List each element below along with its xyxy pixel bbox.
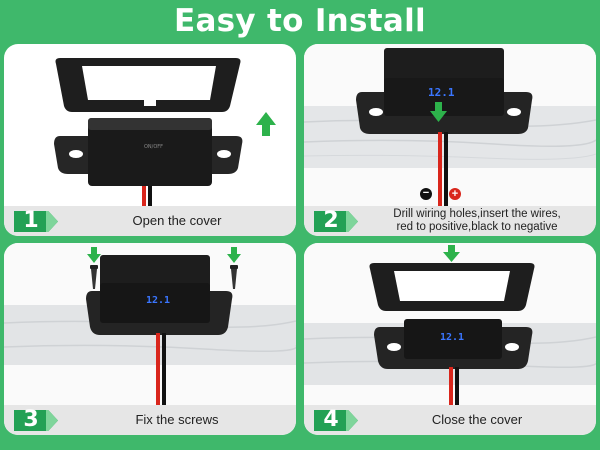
step-4-illustration: 12.1 xyxy=(304,243,596,405)
step-number: 2 xyxy=(323,208,339,233)
step-2-illustration: 12.1 xyxy=(304,44,596,206)
step-caption: Close the cover xyxy=(431,412,523,427)
positive-terminal-icon: + xyxy=(449,188,461,200)
step-caption: Fix the screws xyxy=(135,412,219,427)
step-1-panel: ON/OFF 1 Open the cover xyxy=(4,44,296,236)
arrow-down-icon xyxy=(87,247,101,263)
svg-text:12.1: 12.1 xyxy=(146,295,170,306)
step-caption-line-2: red to positive,black to negative xyxy=(396,221,558,233)
step-badge xyxy=(14,211,58,232)
page-title: Easy to Install xyxy=(173,3,426,39)
arrow-down-icon xyxy=(443,245,460,262)
step-4-panel: 12.1 4 Close the cover xyxy=(304,243,596,435)
svg-text:ON/OFF: ON/OFF xyxy=(144,144,163,150)
step-1-illustration: ON/OFF xyxy=(54,58,276,206)
screw-left-icon xyxy=(90,265,98,289)
negative-terminal-icon: − xyxy=(420,188,432,200)
step-number: 3 xyxy=(23,407,39,432)
step-3-panel: 12.1 3 Fix the screws xyxy=(4,243,296,435)
arrow-down-icon xyxy=(227,247,241,263)
step-badge xyxy=(314,211,358,232)
step-2-panel: 12.1 − + 2 Drill wiring holes,insert the… xyxy=(304,44,596,236)
arrow-down-icon xyxy=(430,102,447,122)
step-3-illustration: 12.1 xyxy=(4,243,296,405)
arrow-up-icon xyxy=(256,112,276,136)
step-caption-line-1: Drill wiring holes,insert the wires, xyxy=(393,208,561,220)
step-badge xyxy=(314,410,358,431)
step-caption: Drill wiring holes,insert the wires, red… xyxy=(364,206,590,236)
step-number: 4 xyxy=(323,407,339,432)
step-badge xyxy=(14,410,58,431)
screw-right-icon xyxy=(230,265,238,289)
svg-text:12.1: 12.1 xyxy=(428,86,455,99)
svg-text:12.1: 12.1 xyxy=(440,332,464,343)
step-number: 1 xyxy=(23,208,39,233)
step-caption: Open the cover xyxy=(132,213,222,228)
